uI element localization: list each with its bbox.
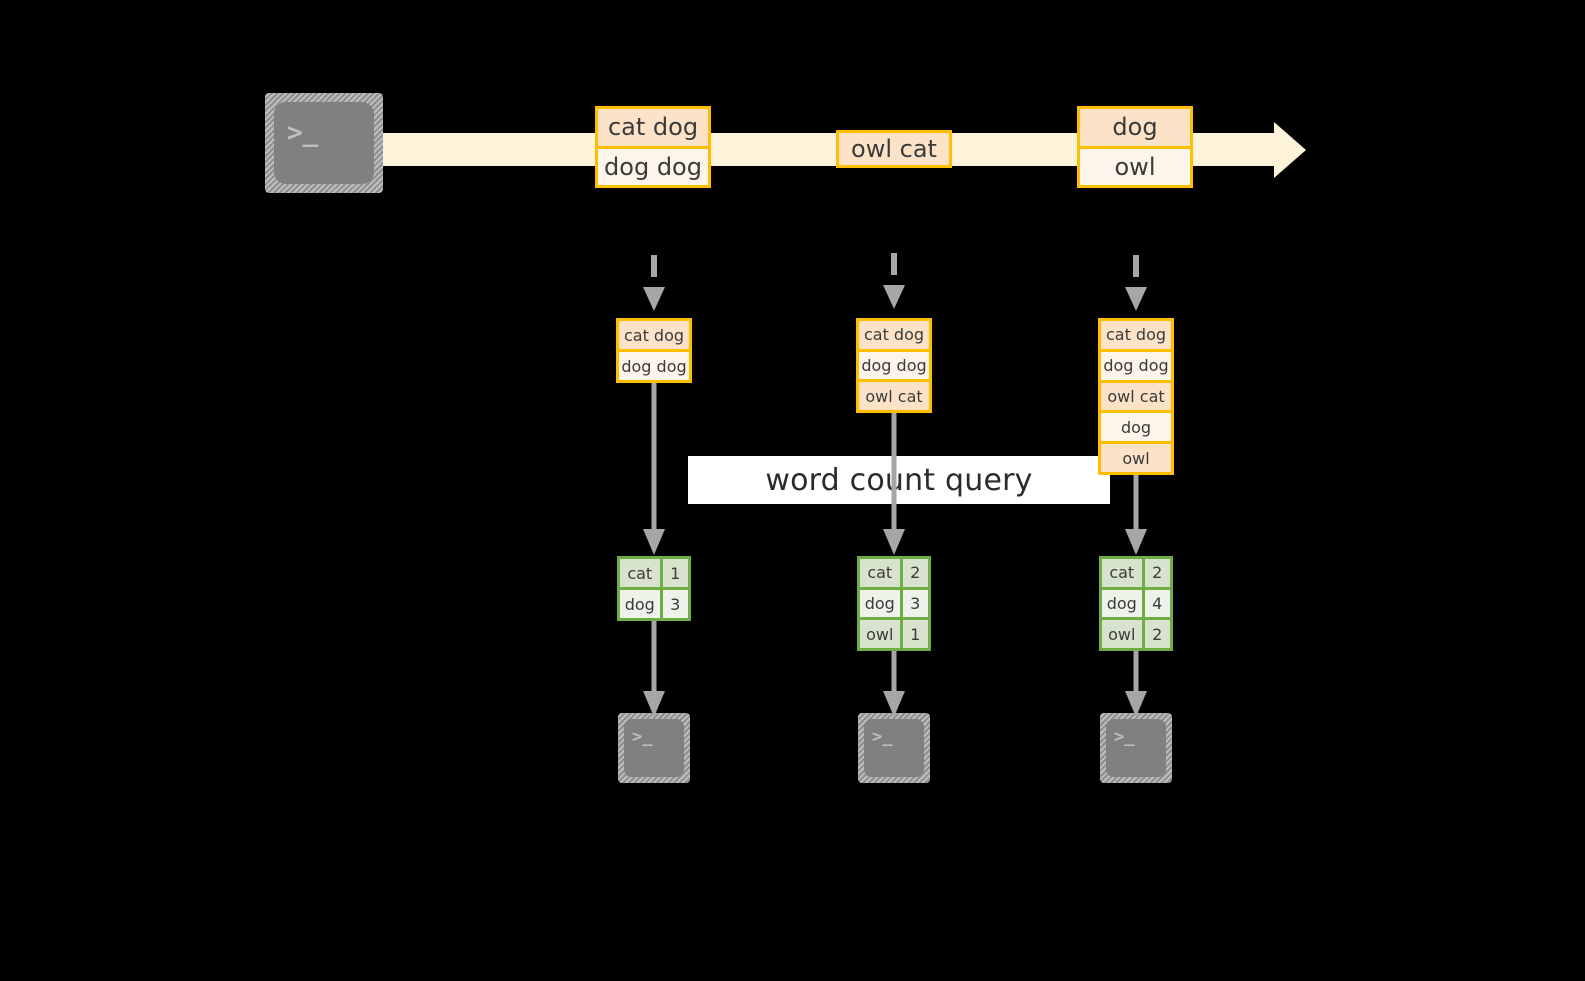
accumulated-line: cat dog — [859, 321, 929, 349]
accumulated-line: owl cat — [1101, 379, 1171, 411]
query-label-band: word count query — [688, 456, 1110, 504]
query-arrow-column-2 — [881, 413, 907, 558]
stream-record-line: dog — [1080, 109, 1190, 146]
result-word: cat — [867, 563, 893, 583]
accumulated-line: dog — [1101, 410, 1171, 442]
prompt-glyph: >_ — [632, 727, 653, 747]
result-count: 2 — [1141, 559, 1170, 587]
accumulated-line: owl cat — [859, 379, 929, 411]
terminal-source[interactable]: >_ — [265, 93, 383, 193]
stream-record-line: owl cat — [839, 133, 949, 165]
sink-arrow-column-2 — [881, 651, 907, 719]
sink-arrow-column-3 — [1123, 651, 1149, 719]
result-row[interactable]: dog 3 — [860, 586, 928, 618]
result-row[interactable]: dog 3 — [620, 587, 688, 618]
query-label-text: word count query — [765, 462, 1033, 498]
query-arrow-column-1 — [641, 383, 667, 558]
result-count: 3 — [899, 589, 928, 618]
stream-record-2[interactable]: owl cat — [836, 130, 952, 168]
result-count: 4 — [1141, 589, 1170, 618]
terminal-sink-2[interactable]: >_ — [858, 713, 930, 783]
prompt-glyph: >_ — [1114, 727, 1135, 747]
result-word: owl — [1108, 624, 1136, 644]
result-row[interactable]: owl 2 — [1102, 617, 1170, 649]
prompt-glyph: >_ — [872, 727, 893, 747]
result-count: 2 — [899, 559, 928, 587]
result-row[interactable]: cat 1 — [620, 559, 688, 587]
result-count: 2 — [1141, 620, 1170, 649]
prompt-glyph: >_ — [287, 118, 319, 148]
result-word: owl — [866, 624, 894, 644]
terminal-screen: >_ — [864, 719, 924, 777]
result-row[interactable]: cat 2 — [860, 559, 928, 587]
accumulated-line: dog dog — [859, 348, 929, 380]
sink-arrow-column-1 — [641, 621, 667, 719]
accumulated-line: dog dog — [1101, 348, 1171, 380]
query-arrow-column-3 — [1123, 475, 1149, 558]
terminal-screen: >_ — [624, 719, 684, 777]
result-count: 1 — [899, 620, 928, 649]
accumulated-box-column-1[interactable]: cat dog dog dog — [616, 318, 692, 383]
accumulated-line: cat dog — [619, 321, 689, 349]
result-word: cat — [627, 563, 653, 583]
result-table-column-2[interactable]: cat 2 dog 3 owl 1 — [857, 556, 931, 651]
result-word: dog — [864, 594, 895, 613]
accumulated-box-column-3[interactable]: cat dog dog dog owl cat dog owl — [1098, 318, 1174, 475]
feed-arrow-column-2 — [881, 253, 907, 313]
feed-arrow-column-1 — [641, 255, 667, 315]
accumulated-line: cat dog — [1101, 321, 1171, 349]
terminal-screen: >_ — [1106, 719, 1166, 777]
result-row[interactable]: owl 1 — [860, 617, 928, 649]
result-table-column-1[interactable]: cat 1 dog 3 — [617, 556, 691, 621]
stream-record-1[interactable]: cat dog dog dog — [595, 106, 711, 188]
result-count: 3 — [659, 590, 688, 618]
stream-record-line: cat dog — [598, 109, 708, 146]
accumulated-line: dog dog — [619, 349, 689, 380]
stream-record-line: owl — [1080, 145, 1190, 185]
accumulated-box-column-2[interactable]: cat dog dog dog owl cat — [856, 318, 932, 413]
terminal-sink-3[interactable]: >_ — [1100, 713, 1172, 783]
feed-arrow-column-3 — [1123, 255, 1149, 315]
stream-arrowhead — [1274, 122, 1306, 178]
result-table-column-3[interactable]: cat 2 dog 4 owl 2 — [1099, 556, 1173, 651]
accumulated-line: owl — [1101, 441, 1171, 472]
result-row[interactable]: dog 4 — [1102, 586, 1170, 618]
stream-record-3[interactable]: dog owl — [1077, 106, 1193, 188]
stream-record-line: dog dog — [598, 145, 708, 185]
result-row[interactable]: cat 2 — [1102, 559, 1170, 587]
result-word: dog — [624, 594, 655, 614]
result-count: 1 — [659, 559, 688, 587]
terminal-sink-1[interactable]: >_ — [618, 713, 690, 783]
result-word: cat — [1109, 563, 1135, 583]
result-word: dog — [1106, 594, 1137, 613]
terminal-screen: >_ — [274, 102, 374, 184]
